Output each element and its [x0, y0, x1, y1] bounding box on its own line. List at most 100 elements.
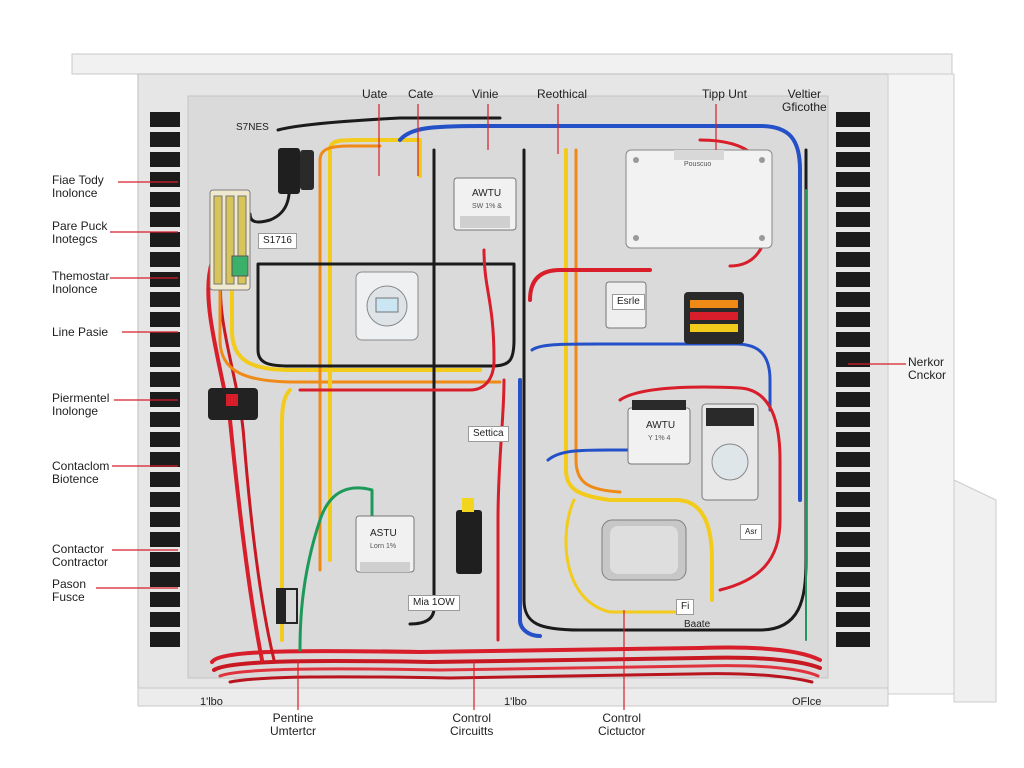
- vent-slat: [836, 252, 870, 267]
- contactor-awtu-mid: [627, 400, 759, 501]
- vent-slat: [150, 632, 180, 647]
- wire-orange-loop-1: [218, 198, 502, 384]
- vent-right: [836, 112, 870, 647]
- vent-slat: [836, 412, 870, 427]
- vent-slat: [150, 152, 180, 167]
- vent-slat: [836, 492, 870, 507]
- vent-slat: [150, 212, 180, 227]
- vent-slat: [150, 292, 180, 307]
- capacitor: [601, 519, 687, 581]
- vent-slat: [150, 172, 180, 187]
- wire-yellow-loop-1: [230, 198, 482, 372]
- vent-slat: [150, 332, 180, 347]
- awtu-top-sub: SW 1% &: [472, 203, 502, 210]
- callout-line: Circuitts: [450, 724, 494, 738]
- tag-esrle: Esrle: [612, 294, 645, 310]
- vent-slat: [836, 512, 870, 527]
- callout-line: Inotegcs: [52, 232, 98, 246]
- callout-line: Line Pasie: [52, 325, 109, 339]
- vent-slat: [836, 112, 870, 127]
- astu-low-title: ASTU: [370, 528, 397, 539]
- wire-red-top: [528, 268, 652, 302]
- vent-slat: [836, 232, 870, 247]
- vent-slat: [150, 252, 180, 267]
- wire-black-loop: [256, 262, 516, 368]
- wire-blue-mid: [518, 378, 542, 638]
- callout-line: Reothical: [537, 87, 588, 101]
- vent-slat: [836, 612, 870, 627]
- vent-slat: [836, 352, 870, 367]
- awtu-top-title: AWTU: [472, 188, 501, 199]
- vent-slat: [150, 132, 180, 147]
- vent-slat: [836, 372, 870, 387]
- wire-red-harness-4: [228, 672, 814, 684]
- wire-red-left-2: [218, 268, 276, 662]
- callout-cate: Cate: [408, 88, 433, 101]
- callout-thermostat: Themostar Inolonce: [52, 270, 109, 296]
- tag-mia: Mia 1OW: [408, 595, 460, 611]
- fuse-pair-low: [276, 588, 298, 624]
- wire-red-harness-2: [212, 655, 822, 672]
- vent-slat: [150, 412, 180, 427]
- wire-red-harness-3: [218, 664, 820, 678]
- callout-control-circuits: Control Circuitts: [450, 712, 493, 738]
- vent-slat: [836, 532, 870, 547]
- wire-red-left-1: [206, 260, 264, 662]
- vent-slat: [150, 192, 180, 207]
- callout-line: Cnckor: [908, 368, 947, 382]
- callout-line: Inolonce: [52, 186, 98, 200]
- vent-slat: [836, 212, 870, 227]
- vent-slat: [836, 152, 870, 167]
- floor-label-right: OFlce: [792, 696, 822, 708]
- callout-line: Fiae Tody: [52, 173, 104, 187]
- callout-line: Uate: [362, 87, 388, 101]
- vent-slat: [836, 192, 870, 207]
- callout-line-paste: Line Pasie: [52, 326, 108, 339]
- callout-line: Biotence: [52, 472, 99, 486]
- callout-line: Contractor: [52, 555, 109, 569]
- floor-label-center: 1'lbo: [504, 696, 527, 708]
- callout-pentine: Pentine Umtertcr: [270, 712, 316, 738]
- tag-asr: Asr: [740, 524, 762, 540]
- thermostat-box: [355, 271, 419, 341]
- callout-line: Tipp Unt: [702, 87, 747, 101]
- relay-terminals: [605, 281, 744, 344]
- callout-line: Umtertcr: [270, 724, 316, 738]
- wire-yellow-low-left: [279, 388, 292, 642]
- callout-contacion: Contaclom Biotence: [52, 460, 109, 486]
- vent-slat: [836, 172, 870, 187]
- device-astu-low: [355, 515, 415, 573]
- wire-black-right: [522, 148, 808, 632]
- vent-slat: [836, 472, 870, 487]
- transformer-title: Pouscuo: [684, 161, 711, 168]
- callout-line: Themostar: [52, 269, 110, 283]
- vent-slat: [836, 632, 870, 647]
- vent-slat: [150, 512, 180, 527]
- callout-line: Nerkor: [908, 355, 945, 369]
- vent-slat: [836, 392, 870, 407]
- vent-slat: [150, 532, 180, 547]
- callout-fuse-body: Fiae Tody Inolonce: [52, 174, 104, 200]
- wire-green-loop: [298, 486, 374, 652]
- vent-slat: [150, 452, 180, 467]
- vent-slat: [150, 432, 180, 447]
- vent-slat: [836, 452, 870, 467]
- callout-line: Fusce: [52, 590, 85, 604]
- wire-yellow-center: [564, 148, 714, 602]
- cabinet-side-panel: [887, 73, 955, 695]
- vent-slat: [150, 592, 180, 607]
- wire-blue-run: [530, 342, 772, 412]
- callout-line: Cictuctor: [598, 724, 646, 738]
- vent-slat: [150, 272, 180, 287]
- callout-line: Inolonce: [52, 282, 98, 296]
- wire-blue-top: [398, 124, 802, 502]
- callout-vinie: Vinie: [472, 88, 498, 101]
- device-awtu-top: [453, 177, 517, 231]
- callout-line: Pentine: [272, 711, 314, 725]
- wire-orange-center: [574, 148, 622, 494]
- wire-red-center: [298, 248, 496, 392]
- vent-slat: [836, 292, 870, 307]
- vent-slat: [150, 612, 180, 627]
- vent-slat: [150, 472, 180, 487]
